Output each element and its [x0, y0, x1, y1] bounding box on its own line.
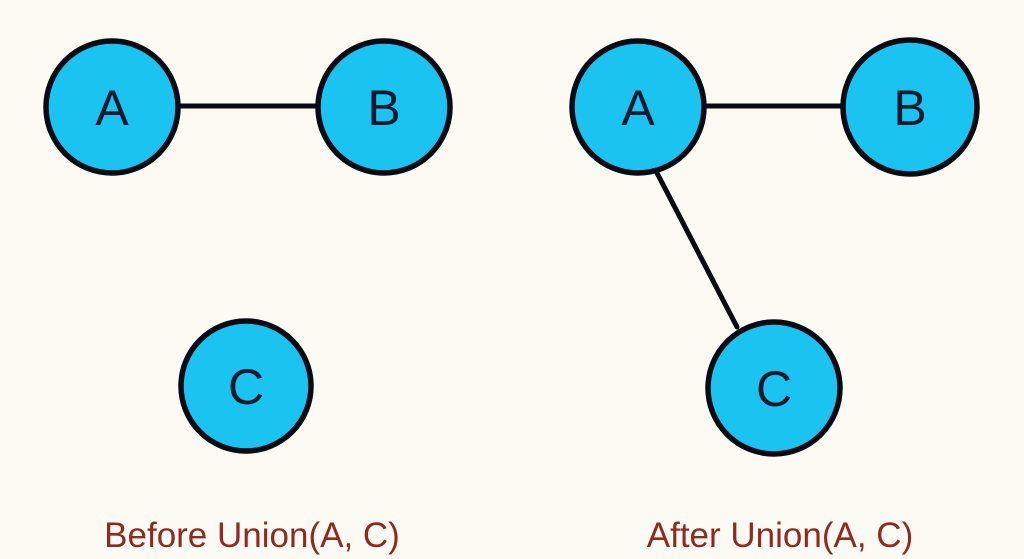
caption-after: After Union(A, C) [647, 516, 913, 555]
edges-after [653, 103, 848, 330]
node-a-after-circle[interactable] [569, 38, 707, 176]
node-c-circle[interactable] [178, 318, 314, 454]
node-c-after-circle[interactable] [705, 319, 843, 457]
node-b-circle[interactable] [315, 38, 453, 176]
node-c[interactable]: C [178, 318, 314, 454]
node-b[interactable]: B [315, 38, 453, 176]
node-b-label: B [367, 80, 400, 136]
node-a-circle[interactable] [43, 38, 181, 176]
node-b-after-label: B [893, 80, 926, 136]
panel-after: A B C After Union(A, C) [569, 37, 980, 555]
node-b-after-circle[interactable] [840, 37, 980, 177]
node-a-after[interactable]: A [569, 38, 707, 176]
caption-before: Before Union(A, C) [104, 516, 400, 555]
node-a-label: A [95, 80, 129, 136]
edge-a-c-after [653, 168, 740, 330]
panel-before: A B C Before Union(A, C) [43, 38, 453, 555]
node-c-after-label: C [756, 361, 792, 417]
node-c-label: C [228, 359, 264, 415]
node-c-after[interactable]: C [705, 319, 843, 457]
node-a[interactable]: A [43, 38, 181, 176]
node-b-after[interactable]: B [840, 37, 980, 177]
node-a-after-label: A [621, 80, 655, 136]
